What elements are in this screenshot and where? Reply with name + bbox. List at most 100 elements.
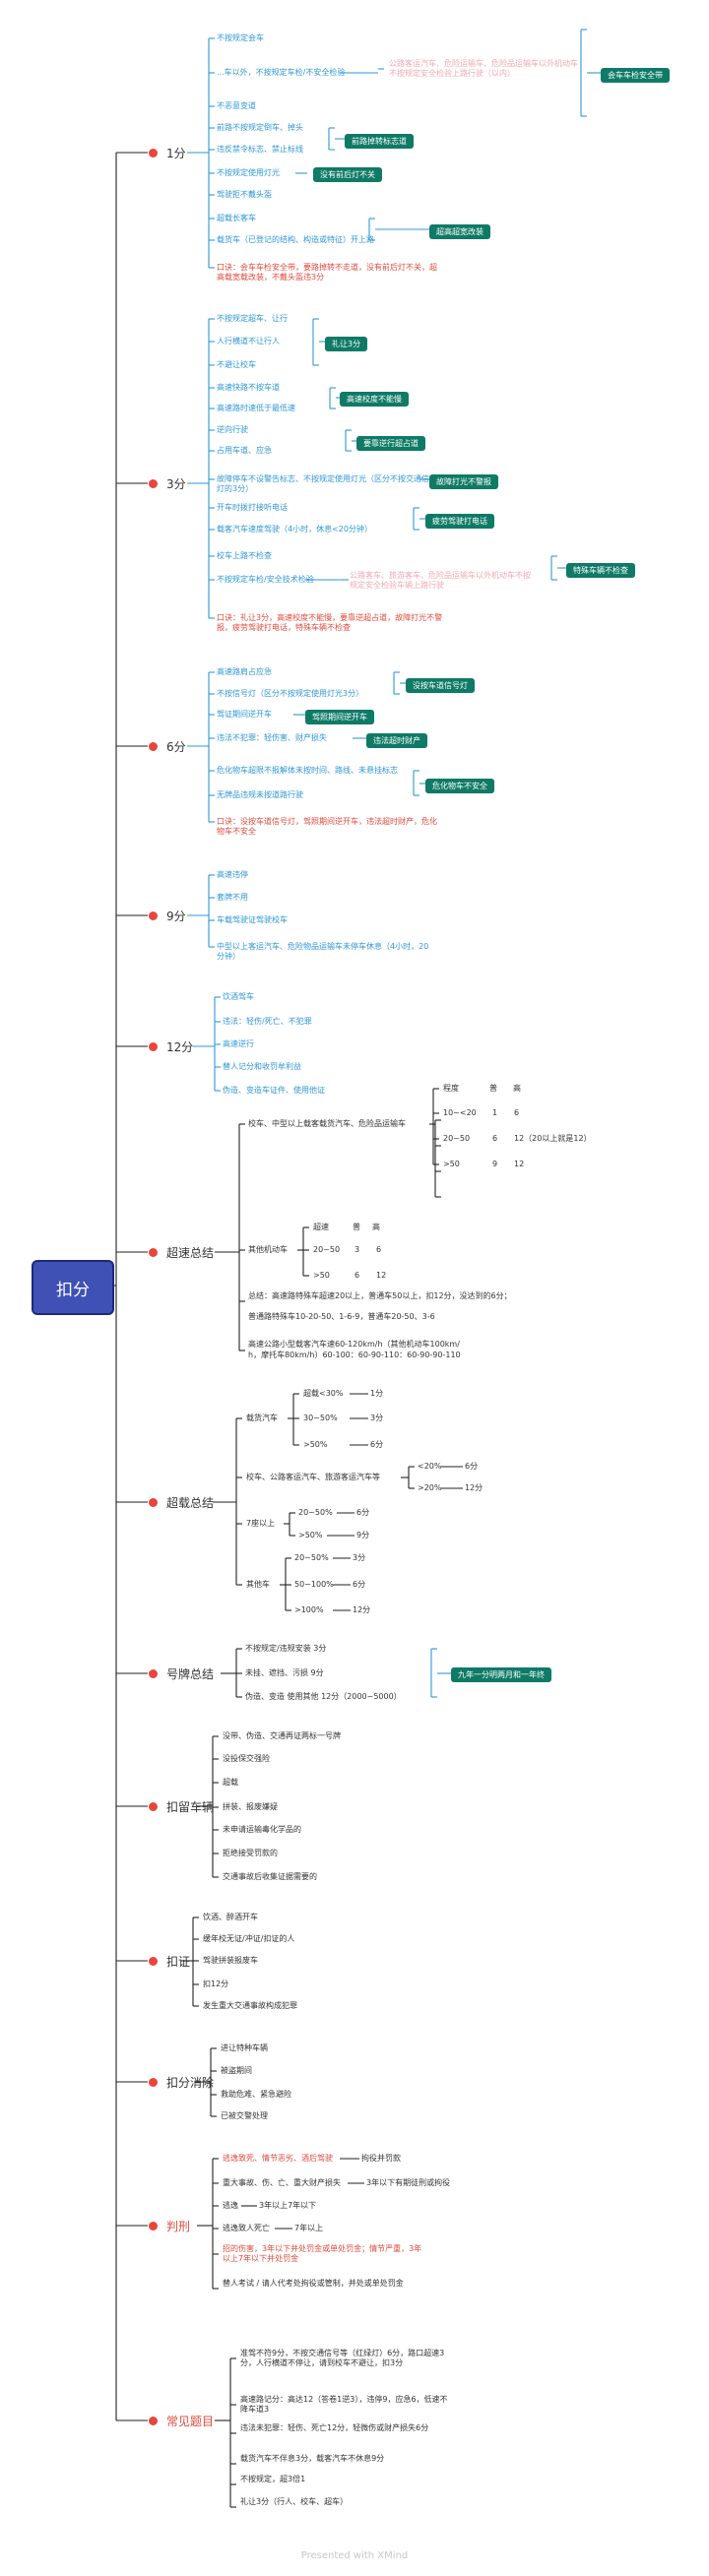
detain-item[interactable]: 拼装、报废嫌疑 (223, 1802, 278, 1811)
load-cell[interactable]: 3分 (370, 1414, 384, 1422)
load-cell[interactable]: 1分 (370, 1389, 384, 1398)
speed-note[interactable]: 总结：高速路特殊车超速20以上，普通车50以上，扣12分，没达到的6分； (248, 1291, 512, 1300)
item-1pt[interactable]: 超载长客车 (217, 214, 256, 222)
load-cell[interactable]: 6分 (356, 1508, 370, 1517)
item-3pt[interactable]: 开车时拨打接听电话 (217, 503, 288, 512)
penalty-result[interactable]: 3年以上7年以下 (259, 2201, 317, 2210)
summary-tag[interactable]: 没有前后灯不关 (313, 167, 382, 182)
speed-cell[interactable]: 6 (492, 1134, 498, 1143)
penalty-item[interactable]: 逃逸 (223, 2201, 238, 2210)
summary-tag[interactable]: 没按车道信号灯 (406, 678, 475, 693)
item-9pt[interactable]: 高速违停 (217, 870, 248, 879)
plate-item[interactable]: 伪造、变造 使用其他 12分（2000~5000） (245, 1692, 402, 1701)
speed-table-head[interactable]: 程度 (443, 1084, 459, 1093)
faq-item[interactable]: 准驾不符9分，不按交通信号等（红绿灯）6分，路口超速3分，人行横道不停让，请到校… (240, 2349, 445, 2367)
speed-cell[interactable]: 10~<20 (443, 1108, 477, 1117)
item-3pt[interactable]: 不按规定车检/安全技术检验 (217, 575, 314, 584)
branch-penalty[interactable]: 判刑 (166, 2220, 191, 2233)
load-other[interactable]: 其他车 (246, 1580, 270, 1589)
detain-item[interactable]: 拒绝接受罚款的 (223, 1849, 278, 1857)
speed-cell[interactable]: 20~50 (443, 1134, 471, 1143)
branch-detain-license[interactable]: 扣证 (166, 1955, 191, 1969)
speed-table-head[interactable]: 普 (489, 1084, 497, 1093)
branch-load-summary[interactable]: 超载总结 (166, 1496, 215, 1510)
load-cell[interactable]: 6分 (353, 1580, 366, 1589)
faq-item[interactable]: 礼让3分（行人、校车、超车） (240, 2497, 349, 2506)
detain-item[interactable]: 未申请运输毒化学品的 (223, 1825, 301, 1834)
summary-tag[interactable]: 违法超时财产 (366, 733, 427, 748)
item-12pt[interactable]: 违法：轻伤/死亡、不犯罪 (223, 1017, 312, 1026)
summary-tag[interactable]: 超高超宽改装 (429, 224, 490, 239)
item-1pt[interactable]: 不按规定使用灯光 (217, 168, 280, 177)
item-3pt[interactable]: 不按规定超车、让行 (217, 314, 288, 323)
load-cell[interactable]: 6分 (370, 1440, 384, 1449)
branch-12-point[interactable]: 12分 (166, 1040, 194, 1054)
clear-item[interactable]: 进让特种车辆 (221, 2043, 268, 2052)
faq-item[interactable]: 高速路记分：高达12（答卷1逆3），违停9，应急6，低速不降车道3 (240, 2395, 448, 2414)
load-cell[interactable]: <20% (418, 1462, 442, 1471)
faq-item[interactable]: 违法未犯罪：轻伤、死亡12分，轻微伤或财产损失6分 (240, 2423, 429, 2432)
license-item[interactable]: 扣12分 (203, 1979, 229, 1988)
summary-tag[interactable]: 特殊车辆不检查 (566, 563, 635, 578)
load-cell[interactable]: 50~100% (294, 1580, 334, 1589)
item-3pt[interactable]: 故障停车不设警告标志、不按规定使用灯光（区分不按交通信号灯的3分） (217, 474, 437, 493)
item-12pt[interactable]: 伪造、变造车证件、使用他证 (223, 1086, 325, 1095)
speed-note[interactable]: 普通路特殊车10-20-50、1-6-9，普通车20-50、3-6 (248, 1312, 435, 1321)
speed-table-head[interactable]: 普 (353, 1223, 360, 1231)
load-cell[interactable]: 20~50% (294, 1553, 329, 1562)
speed-table-head[interactable]: 高 (513, 1084, 521, 1093)
item-1pt-note[interactable]: 公路客运汽车、危险运输车、危险品运输车以外机动车不按规定安全检验上路行驶（以内） (389, 59, 578, 78)
load-cell[interactable]: >20% (418, 1483, 442, 1492)
load-cell[interactable]: 20~50% (298, 1508, 333, 1517)
branch-3-point[interactable]: 3分 (166, 477, 186, 491)
item-12pt[interactable]: 高速逆行 (223, 1039, 254, 1048)
summary-tag[interactable]: 礼让3分 (325, 337, 368, 351)
load-bus[interactable]: 校车、公路客运汽车、旅游客运汽车等 (246, 1473, 380, 1481)
item-3pt[interactable]: 逆向行驶 (217, 425, 248, 434)
item-3pt[interactable]: 不避让校车 (217, 360, 256, 369)
load-cell[interactable]: 超载<30% (303, 1389, 344, 1398)
load-cell[interactable]: >100% (294, 1605, 324, 1614)
plate-item[interactable]: 不按规定/违规安装 3分 (245, 1644, 327, 1653)
item-3pt[interactable]: 高速路时速低于最低速 (217, 404, 295, 412)
load-cell[interactable]: 9分 (356, 1531, 370, 1539)
speed-note[interactable]: 高速公路小型载客汽车速60-120km/h（其他机动车100km/ (248, 1340, 460, 1349)
detain-item[interactable]: 没投保交强险 (223, 1754, 270, 1763)
item-12pt[interactable]: 饮酒驾车 (223, 992, 254, 1001)
speed-note[interactable]: h，摩托车80km/h）60-100：60-90-110：60-90-90-11… (248, 1351, 461, 1359)
item-6pt[interactable]: 违法不犯罪：轻伤害、财产损失 (217, 733, 327, 742)
item-6pt[interactable]: 高速路肩占应急 (217, 667, 272, 676)
speed-cell[interactable]: 3 (354, 1245, 360, 1254)
speed-cell[interactable]: 6 (376, 1245, 382, 1254)
speed-cell[interactable]: 20~50 (313, 1245, 341, 1254)
branch-clear-points[interactable]: 扣分消除 (166, 2076, 215, 2090)
item-6pt[interactable]: 口诀：没按车道信号灯，驾照期间逆开车，违法超时财产，危化物车不安全 (217, 817, 437, 836)
license-item[interactable]: 驾驶拼装报废车 (203, 1956, 258, 1965)
item-3pt-note[interactable]: 公路客车、旅游客车、危险品运输车以外机动车不按规定安全检验车辆上路行驶 (350, 571, 531, 590)
branch-1-point[interactable]: 1分 (166, 147, 186, 160)
item-1pt[interactable]: 载货车（已登记的结构、构造或特征）开上路 (217, 235, 374, 244)
summary-tag[interactable]: 九年一分明两月和一年终 (451, 1667, 551, 1682)
summary-tag[interactable]: 危化物车不安全 (425, 779, 494, 793)
speed-cell[interactable]: 1 (492, 1108, 498, 1117)
load-cell[interactable]: 12分 (465, 1483, 483, 1492)
item-9pt[interactable]: 车载驾驶证驾驶校车 (217, 915, 288, 924)
faq-item[interactable]: 不按规定，超3倍1 (240, 2475, 306, 2483)
speed-cell[interactable]: 6 (354, 1271, 360, 1280)
item-3pt[interactable]: 占用车道、应急 (217, 446, 272, 455)
load-cell[interactable]: 6分 (465, 1462, 479, 1471)
speed-cell[interactable]: >50 (313, 1271, 330, 1280)
penalty-result[interactable]: 3年以下有期徒刑或拘役 (366, 2178, 451, 2187)
branch-9-point[interactable]: 9分 (166, 910, 186, 923)
penalty-item[interactable]: 逃逸致人死亡 (223, 2224, 270, 2232)
item-6pt[interactable]: 不按信号灯（区分不按规定使用灯光3分） (217, 689, 364, 698)
load-cell[interactable]: >50% (303, 1440, 328, 1449)
load-cell[interactable]: >50% (298, 1531, 323, 1539)
speed-heavy-vehicles[interactable]: 校车、中型以上载客载货汽车、危险品运输车 (248, 1119, 406, 1128)
item-3pt[interactable]: 人行横道不让行人 (217, 337, 280, 346)
detain-item[interactable]: 超载 (223, 1778, 238, 1787)
branch-faq[interactable]: 常见题目 (166, 2415, 215, 2428)
detain-item[interactable]: 交通事故后收集证据需要的 (223, 1872, 317, 1881)
summary-tag[interactable]: 要靠逆行超占道 (356, 436, 425, 451)
item-3pt[interactable]: 载客汽车速度驾驶（4小时，休息<20分钟） (217, 525, 372, 534)
